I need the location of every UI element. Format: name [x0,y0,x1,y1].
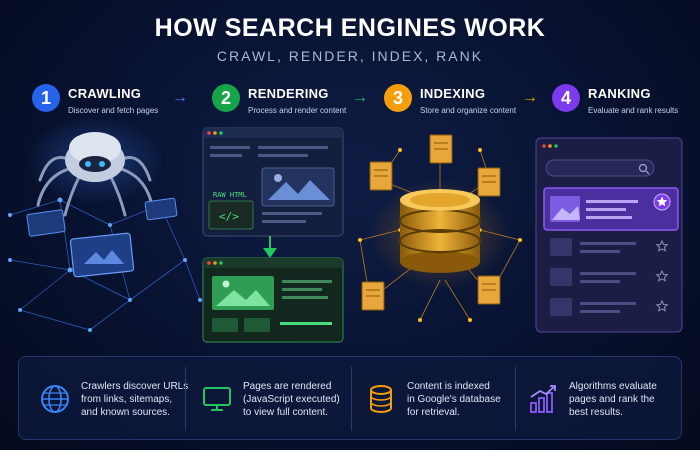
summary-rendering: Pages are rendered (JavaScript executed)… [201,357,340,441]
raw-html-label: RAW HTML [213,191,247,199]
summary-line: Crawlers discover URLs [81,380,189,392]
rendered-page-window [202,257,344,343]
summary-line: for retrieval. [407,406,460,418]
arrow-right-icon: → [522,89,538,106]
step-ranking: 4 RANKING Evaluate and rank results [552,84,678,115]
step-name: RENDERING [248,86,329,101]
arrow-right-icon: → [172,89,188,106]
summary-line: (JavaScript executed) [243,393,340,405]
star-outline-icon [655,239,669,312]
summary-line: Content is indexed [407,380,490,392]
summary-panel: Crawlers discover URLs from links, sitem… [18,356,682,440]
divider [351,367,352,431]
spider-bot-icon [36,132,154,217]
database-icon [370,385,392,413]
bar-chart-icon [530,385,556,413]
arrow-down-icon [263,236,277,258]
step-name: INDEXING [420,86,486,101]
summary-line: in Google's database [407,393,501,405]
arrow-right-icon: → [352,89,368,106]
summary-line: and known sources. [81,406,170,418]
step-number: 2 [212,84,240,112]
crawled-page-icon [26,197,178,278]
index-nodes [358,148,522,322]
search-results-window [535,137,683,333]
step-desc: Process and render content [248,106,347,115]
code-icon: </> [219,210,239,223]
summary-ranking: Algorithms evaluate pages and rank the b… [527,357,657,441]
page-title: HOW SEARCH ENGINES WORK [154,14,546,42]
step-desc: Store and organize content [420,106,517,115]
step-number: 1 [32,84,60,112]
step-crawling: 1 CRAWLING Discover and fetch pages [32,84,158,115]
step-rendering: 2 RENDERING Process and render content [212,84,346,115]
summary-line: pages and rank the [569,393,655,405]
step-indexing: 3 INDEXING Store and organize content [384,84,516,115]
document-lines [366,142,496,297]
divider [515,367,516,431]
step-desc: Evaluate and rank results [588,106,679,115]
database-icon [399,189,481,273]
divider [185,367,186,431]
summary-line: Algorithms evaluate [569,380,657,392]
summary-indexing: Content is indexed in Google's database … [365,357,501,441]
summary-line: best results. [569,406,623,418]
step-number: 3 [384,84,412,112]
step-desc: Discover and fetch pages [68,106,159,115]
summary-line: to view full content. [243,406,329,418]
step-number: 4 [552,84,580,112]
raw-html-window [202,127,344,237]
step-name: CRAWLING [68,86,142,101]
globe-icon [41,385,69,413]
summary-crawling: Crawlers discover URLs from links, sitem… [39,357,188,441]
step-name: RANKING [588,86,651,101]
summary-line: from links, sitemaps, [81,393,173,405]
page-subtitle: CRAWL, RENDER, INDEX, RANK [216,48,484,64]
summary-line: Pages are rendered [243,380,332,392]
monitor-icon [203,387,231,411]
